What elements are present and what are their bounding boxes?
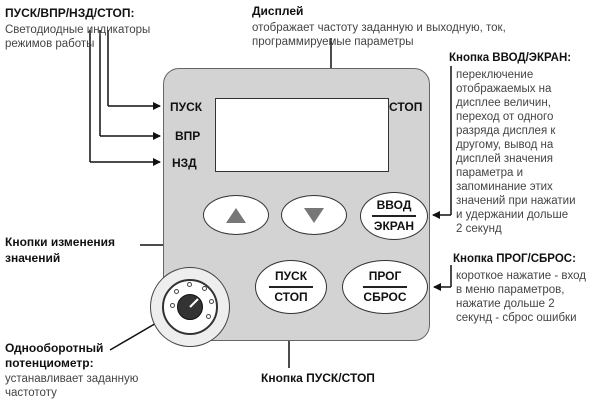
divider [372, 215, 416, 217]
enter-desc-line: отображаемых на [456, 83, 552, 95]
enter-desc-line: дисплей значения [456, 153, 553, 165]
up-button[interactable] [203, 195, 269, 235]
start-btn-label-top: ПУСК [274, 269, 308, 284]
potentiometer-title: Однооборотный потенциометр: [5, 341, 103, 371]
start-stop-title: Кнопка ПУСК/СТОП [261, 371, 375, 385]
display-title: Дисплей [252, 4, 304, 18]
scale-dot [174, 289, 179, 294]
indicator-stop: СТОП [389, 100, 423, 114]
triangle-up-icon [226, 207, 246, 223]
enter-button-title: Кнопка ВВОД/ЭКРАН: [449, 52, 572, 64]
knob-indicator [189, 298, 199, 308]
led-desc-line: Светодиодные индикаторы [5, 24, 151, 36]
enter-desc-line: переключение [456, 69, 534, 81]
indicator-forward: ВПР [175, 129, 201, 143]
enter-desc-line: значений при нажатии [456, 195, 576, 207]
potentiometer-desc: устанавливает заданную частототу [5, 372, 138, 400]
prog-button-desc: короткое нажатие - вход в меню параметро… [456, 269, 586, 325]
prog-desc-line: в меню параметров, [456, 284, 565, 296]
scale-dot [209, 299, 214, 304]
enter-desc-line: другому, вывод на [456, 139, 554, 151]
display-desc-line: программируемые параметры [252, 36, 414, 48]
pot-title-line: Однооборотный [5, 341, 104, 355]
display-desc-line: отображает частоту заданную и выходную, … [252, 22, 506, 34]
change-title-line: Кнопки изменения [5, 235, 116, 249]
enter-screen-button[interactable]: ВВОД ЭКРАН [360, 192, 428, 240]
enter-desc-line: запоминание этих [456, 181, 553, 193]
start-btn-label-bottom: СТОП [274, 289, 308, 304]
enter-desc-line: переход от одного [456, 111, 554, 123]
led-desc-line: режимов работы [5, 38, 95, 50]
enter-desc-line: разряда дисплея к [456, 125, 556, 137]
led-indicators-title: ПУСК/ВПР/НЗД/СТОП: [5, 6, 135, 20]
prog-desc-line: нажатие дольше 2 [456, 298, 555, 310]
led-indicators-desc: Светодиодные индикаторы режимов работы [5, 23, 150, 51]
pot-title-line: потенциометр: [5, 356, 94, 370]
prog-desc-line: короткое нажатие - вход [456, 270, 586, 282]
enter-desc-line: 2 секунд [456, 223, 502, 235]
scale-dot [202, 286, 207, 291]
enter-button-desc: переключение отображаемых на дисплее вел… [456, 68, 576, 236]
change-title-line: значений [5, 251, 61, 265]
start-stop-button[interactable]: ПУСК СТОП [255, 260, 327, 314]
enter-btn-label-top: ВВОД [376, 198, 412, 213]
pot-desc-line: частототу [5, 387, 57, 399]
prog-reset-button[interactable]: ПРОГ СБРОС [342, 260, 428, 314]
prog-btn-label-top: ПРОГ [368, 269, 402, 284]
pot-desc-line: устанавливает заданную [5, 373, 139, 385]
triangle-down-icon [304, 207, 324, 223]
scale-dot [206, 314, 211, 319]
prog-btn-label-bottom: СБРОС [363, 289, 407, 304]
scale-dot [187, 282, 192, 287]
down-button[interactable] [281, 195, 347, 235]
enter-btn-label-bottom: ЭКРАН [373, 218, 415, 233]
display-desc: отображает частоту заданную и выходную, … [252, 21, 506, 49]
prog-button-title: Кнопка ПРОГ/СБРОС: [453, 253, 576, 265]
enter-desc-line: параметра и [456, 167, 524, 179]
indicator-reverse: НЗД [172, 156, 197, 170]
divider [269, 286, 313, 288]
enter-desc-line: и удержании дольше [456, 209, 569, 221]
prog-desc-line: секунд - сброс ошибки [456, 312, 577, 324]
divider [363, 286, 407, 288]
indicator-start: ПУСК [170, 100, 203, 114]
change-buttons-title: Кнопки изменения значений [5, 234, 115, 266]
display-screen [215, 98, 389, 172]
enter-desc-line: дисплее величин, [456, 97, 551, 109]
scale-dot [170, 303, 175, 308]
